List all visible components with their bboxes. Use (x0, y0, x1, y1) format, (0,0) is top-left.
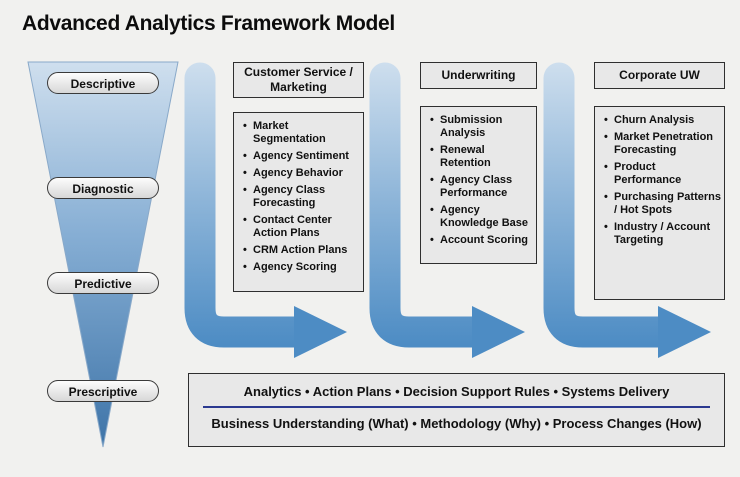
list-item: Submission Analysis (429, 114, 534, 140)
list-item: Contact Center Action Plans (242, 214, 361, 240)
funnel-triangle-icon (27, 61, 179, 448)
list-item: Purchasing Patterns / Hot Spots (603, 191, 722, 217)
list-item: Agency Behavior (242, 167, 361, 180)
flow-arrow-icon-2 (369, 62, 525, 358)
column-header-customer-service-marketing: Customer Service / Marketing (233, 62, 364, 98)
funnel-stage-predictive: Predictive (47, 272, 159, 294)
delivery-summary-box: Analytics • Action Plans • Decision Supp… (188, 373, 725, 447)
list-item: Agency Knowledge Base (429, 204, 534, 230)
column-header-underwriting: Underwriting (420, 62, 537, 89)
page-title: Advanced Analytics Framework Model (22, 12, 395, 35)
footer-line-2: Business Understanding (What) • Methodol… (211, 416, 702, 431)
footer-divider (203, 406, 710, 408)
list-item: Industry / Account Targeting (603, 221, 722, 247)
list-item: Market Segmentation (242, 120, 361, 146)
flow-arrow-icon-1 (184, 62, 347, 358)
footer-line-1: Analytics • Action Plans • Decision Supp… (243, 384, 670, 399)
list-item: Product Performance (603, 161, 722, 187)
column-list-underwriting: Submission Analysis Renewal Retention Ag… (420, 106, 537, 264)
list-item: Renewal Retention (429, 144, 534, 170)
list-item: Churn Analysis (603, 114, 722, 127)
list-item: Agency Scoring (242, 261, 361, 274)
column-list-corporate-uw: Churn Analysis Market Penetration Foreca… (594, 106, 725, 300)
list-item: Agency Sentiment (242, 150, 361, 163)
list-item: Account Scoring (429, 234, 534, 247)
funnel-stage-diagnostic: Diagnostic (47, 177, 159, 199)
list-item: Market Penetration Forecasting (603, 131, 722, 157)
column-header-corporate-uw: Corporate UW (594, 62, 725, 89)
list-item: CRM Action Plans (242, 244, 361, 257)
funnel-stage-prescriptive: Prescriptive (47, 380, 159, 402)
column-list-customer-service-marketing: Market Segmentation Agency Sentiment Age… (233, 112, 364, 292)
funnel-stage-descriptive: Descriptive (47, 72, 159, 94)
list-item: Agency Class Performance (429, 174, 534, 200)
flow-arrow-icon-3 (543, 62, 711, 358)
list-item: Agency Class Forecasting (242, 184, 361, 210)
